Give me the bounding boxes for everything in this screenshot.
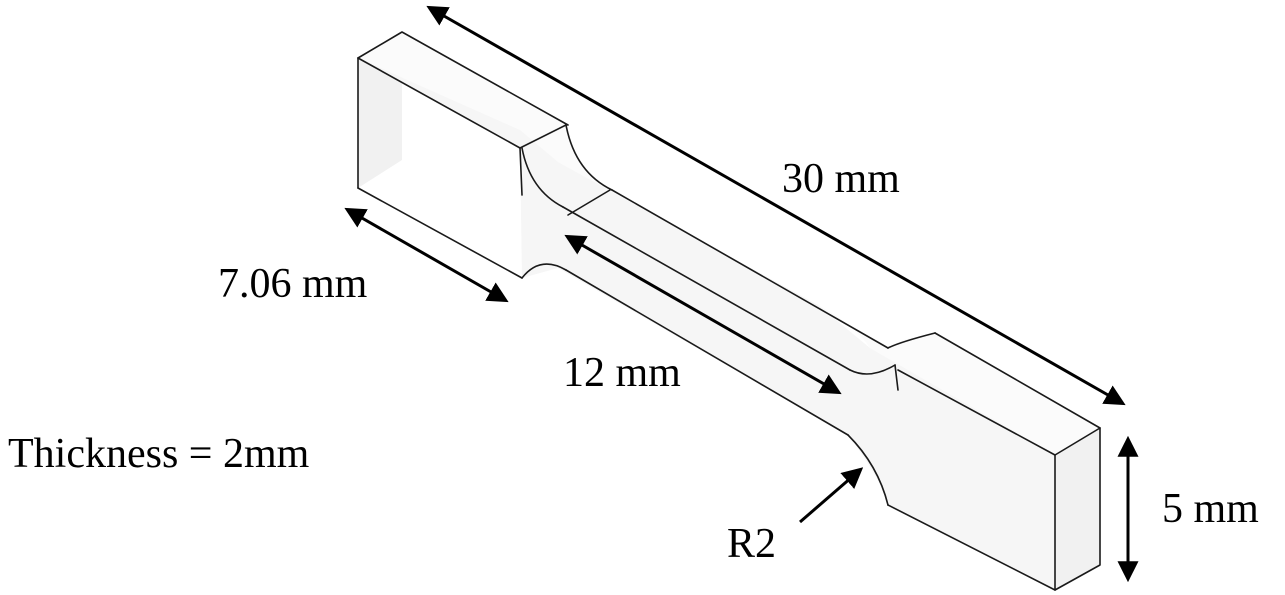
right-grip-end-face	[1054, 427, 1101, 591]
grip-length-arrow	[344, 207, 509, 303]
front-side-face	[358, 58, 1055, 590]
gauge-length-arrow	[564, 234, 842, 395]
dimension-arrows	[344, 5, 1139, 583]
dimension-labels: 30 mm 7.06 mm 12 mm 5 mm R2 Thickness = …	[8, 156, 1259, 567]
width-label: 5 mm	[1162, 486, 1259, 532]
right-grip-front-bottom-edge	[887, 504, 1056, 591]
gauge-length-label: 12 mm	[563, 350, 681, 396]
grip-length-label: 7.06 mm	[218, 261, 368, 307]
left-grip-bottom-edge	[357, 187, 523, 279]
thickness-label: Thickness = 2mm	[8, 431, 310, 477]
right-end-face	[1055, 428, 1100, 590]
top-face	[358, 32, 1100, 455]
right-fillet-front	[847, 434, 889, 506]
overall-length-label: 30 mm	[782, 156, 900, 202]
overall-length-arrow	[426, 5, 1126, 406]
radius-leader-arrow	[799, 467, 864, 524]
dogbone-specimen	[357, 31, 1101, 591]
fillet-radius-label: R2	[727, 521, 776, 567]
